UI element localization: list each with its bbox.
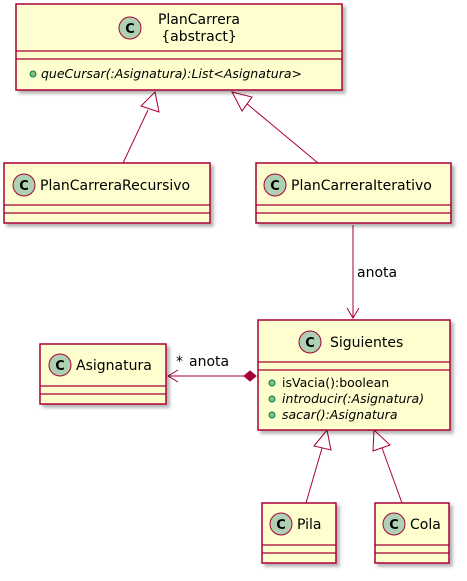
- class-circle-icon: [12, 173, 36, 197]
- class-name: PlanCarrera: [158, 12, 240, 28]
- class-siguientes[interactable]: C Siguientes isVacia():boolean introduci…: [257, 319, 451, 431]
- class-circle-icon: [382, 512, 406, 536]
- class-plancarrera[interactable]: C PlanCarrera {abstract} queCursar(:Asig…: [15, 3, 343, 91]
- class-circle-letter: C: [19, 179, 29, 194]
- public-method-icon: [268, 379, 276, 387]
- class-asignatura[interactable]: C Asignatura: [39, 343, 167, 405]
- class-plancarreraiterativo[interactable]: C PlanCarreraIterativo: [255, 162, 452, 224]
- association-iterativo-to-siguientes: anota: [346, 225, 397, 319]
- class-name: Siguientes: [330, 335, 403, 351]
- method-sacar: sacar():Asignatura: [282, 407, 398, 422]
- edge-multiplicity-star: *: [176, 354, 183, 370]
- class-circle-icon: [48, 353, 72, 377]
- class-name: PlanCarreraRecursivo: [40, 178, 190, 194]
- public-method-icon: [268, 395, 276, 403]
- class-cola[interactable]: C Cola: [374, 502, 450, 564]
- inheritance-pila-to-siguientes: [305, 428, 332, 504]
- composition-siguientes-to-asignatura: * anota: [167, 354, 257, 383]
- class-circle-icon: [298, 330, 322, 354]
- class-circle-letter: C: [270, 179, 280, 194]
- composition-diamond: [243, 370, 257, 382]
- edges: anota * anota: [122, 90, 403, 504]
- class-stereotype: {abstract}: [161, 29, 237, 45]
- inheritance-recursivo-to-plancarrera: [122, 90, 160, 164]
- inheritance-iterativo-to-plancarrera: [231, 91, 319, 164]
- edge-label-anota-iterativo: anota: [357, 265, 397, 281]
- class-name: PlanCarreraIterativo: [291, 178, 432, 194]
- method-introducir: introducir(:Asignatura): [282, 391, 424, 406]
- class-plancarrerarecursivo[interactable]: C PlanCarreraRecursivo: [3, 162, 211, 224]
- edge-label-anota-asignatura: anota: [189, 354, 229, 370]
- class-circle-letter: C: [125, 22, 135, 37]
- class-name: Cola: [410, 517, 441, 533]
- class-circle-icon: [263, 173, 287, 197]
- public-method-icon: [268, 411, 276, 419]
- class-circle-icon: [118, 16, 142, 40]
- class-circle-letter: C: [389, 518, 399, 533]
- class-circle-letter: C: [55, 359, 65, 374]
- method-isvacia: isVacia():boolean: [282, 375, 389, 390]
- class-circle-letter: C: [305, 336, 315, 351]
- class-circle-icon: [269, 512, 293, 536]
- method-quecursar: queCursar(:Asignatura):List<Asignatura>: [41, 66, 302, 81]
- class-pila[interactable]: C Pila: [261, 502, 337, 564]
- class-name: Asignatura: [76, 358, 152, 374]
- inheritance-cola-to-siguientes: [372, 428, 403, 504]
- class-circle-letter: C: [276, 518, 286, 533]
- class-name: Pila: [297, 517, 322, 533]
- public-method-icon: [29, 70, 37, 78]
